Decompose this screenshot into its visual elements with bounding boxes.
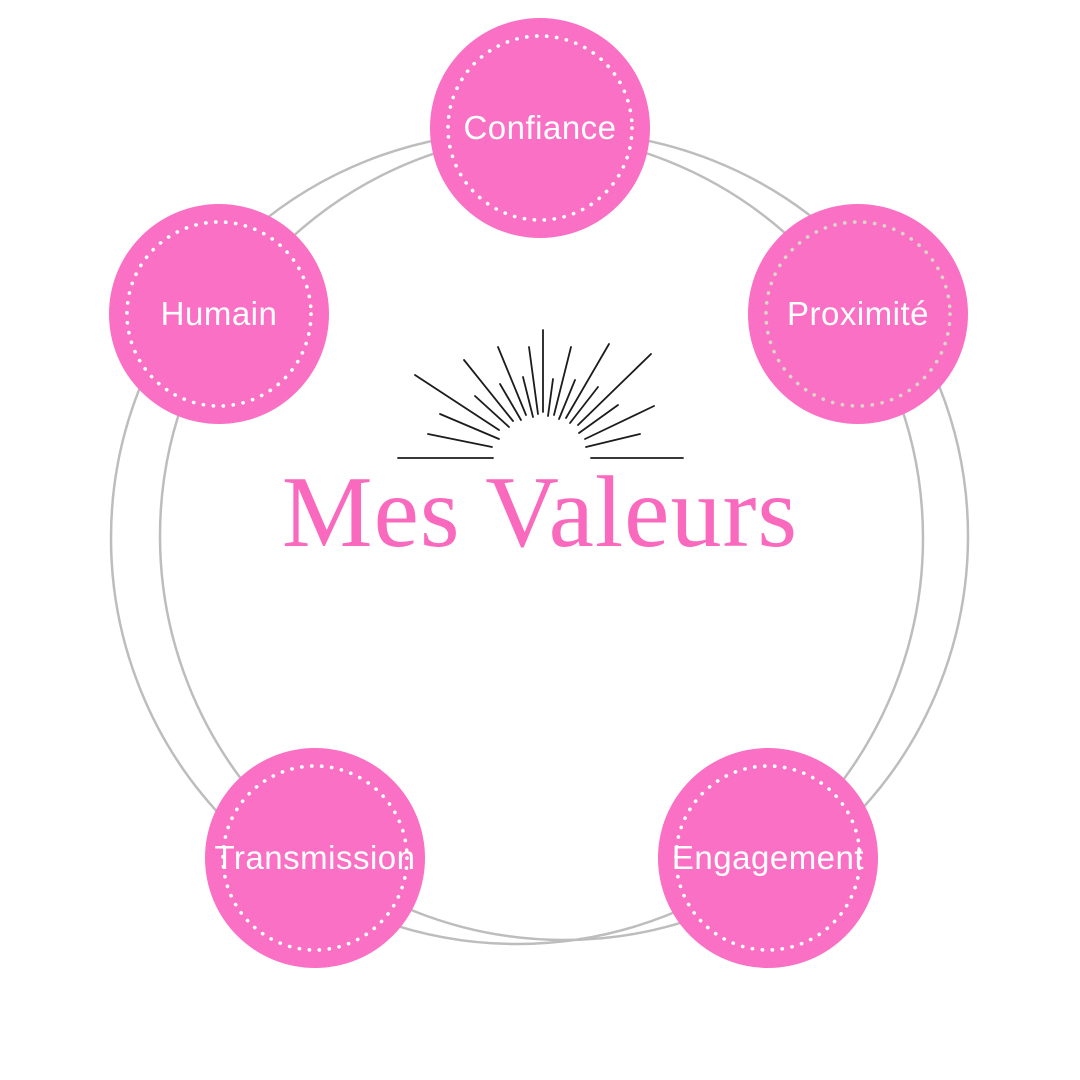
value-label-transmission: Transmission: [214, 839, 416, 876]
dotted-ring: [125, 220, 313, 408]
value-label-confiance: Confiance: [463, 109, 617, 146]
dotted-ring: [221, 764, 409, 952]
value-circle-engagement: Engagement: [658, 748, 878, 968]
dotted-ring: [764, 220, 952, 408]
value-label-proximite: Proximité: [786, 295, 930, 332]
sunburst-rays: [397, 329, 684, 459]
value-circle-confiance: Confiance: [430, 18, 650, 238]
page-title: Mes Valeurs: [281, 456, 799, 569]
dotted-ring: [674, 764, 862, 952]
value-circle-proximite: Proximité: [748, 204, 968, 424]
value-circle-transmission: Transmission: [205, 748, 425, 968]
dotted-ring: [446, 34, 634, 222]
value-label-engagement: Engagement: [671, 839, 865, 876]
sunburst-icon: [397, 329, 684, 459]
value-label-humain: Humain: [160, 295, 278, 332]
value-circle-humain: Humain: [109, 204, 329, 424]
